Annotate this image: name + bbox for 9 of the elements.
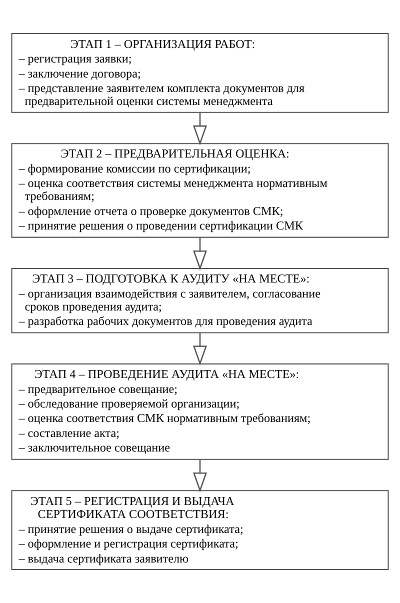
node-box: ЭТАП 3 – ПОДГОТОВКА К АУДИТУ «НА МЕСТЕ»: – организация взаимодействия с заявителем, согласование сроков проведения аудита; – разработка рабочих документов для проведения аудита <box>11 268 389 334</box>
node-box: ЭТАП 4 – ПРОВЕДЕНИЕ АУДИТА «НА МЕСТЕ»: – предварительное совещание; – обследование проверяемой организации; – оценка соответствия СМК нормативным требованиям; – составление акта; – заключительное совещание <box>11 363 389 460</box>
arrow <box>193 112 207 146</box>
arrow <box>193 460 207 492</box>
node-box: ЭТАП 5 – РЕГИСТРАЦИЯ И ВЫДАЧА СЕРТИФИКАТА СООТВЕТСТВИЯ: – принятие решения о выдаче сертификата; – оформление и регистрация сертификата; – выдача сертификата заявителю <box>11 490 389 570</box>
arrow <box>193 332 207 366</box>
arrow <box>193 237 207 270</box>
node-box: ЭТАП 2 – ПРЕДВАРИТЕЛЬНАЯ ОЦЕНКА: – формирование комиссии по сертификации; – оценка соответствия системы менеджмента нормативным требованиям; – оформление отчета о проверке документов СМК; – принятие решения о проведении сертификации СМК <box>11 143 389 238</box>
node-box: ЭТАП 1 – ОРГАНИЗАЦИЯ РАБОТ: – регистрация заявки; – заключение договора; – представление заявителем комплекта документов для предварительной оценки системы менеджмента <box>11 32 389 113</box>
